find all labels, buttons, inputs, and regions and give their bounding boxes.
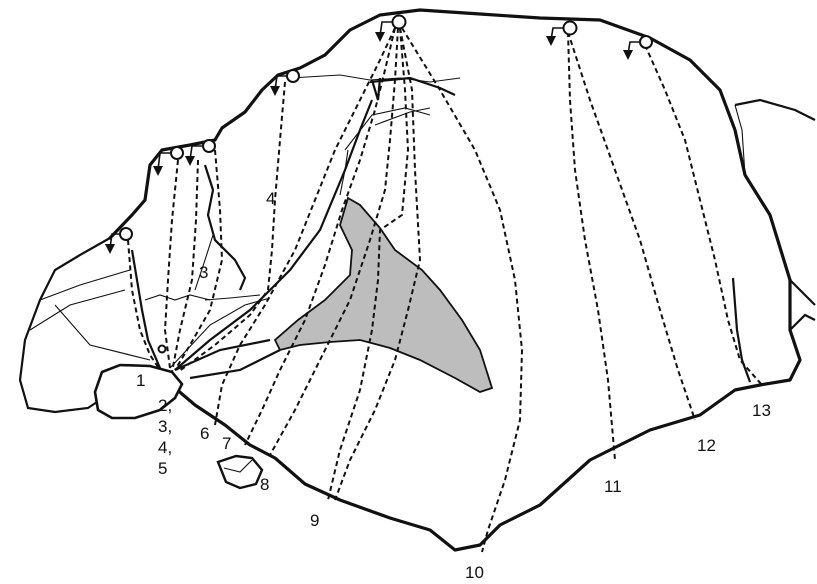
main-crack-3 — [204, 294, 261, 301]
main-crack — [174, 99, 374, 371]
anchor-6 — [562, 20, 578, 36]
route-13 — [644, 44, 763, 386]
upper-crack — [344, 107, 431, 151]
slab-edge — [339, 149, 349, 196]
route-6 — [214, 27, 396, 426]
upper-crack-2 — [374, 107, 431, 126]
lower-off-arrow-icon — [153, 152, 170, 176]
route-7 — [244, 27, 396, 446]
route-label-2: 2, — [158, 396, 172, 415]
route-3 — [174, 149, 224, 371]
right-edge — [789, 279, 816, 306]
lower-off-arrow-icon — [270, 75, 286, 96]
route-label-4-upper: 4 — [266, 189, 275, 208]
route-label-5: 5 — [158, 459, 167, 478]
route-label-9: 9 — [310, 511, 319, 530]
route-12 — [567, 31, 696, 421]
lower-off-arrow-icon — [185, 145, 202, 166]
route-11 — [567, 31, 616, 461]
crag-top-outline — [108, 8, 792, 282]
route-5 — [171, 159, 199, 373]
left-arete — [130, 249, 162, 369]
route-9 — [327, 27, 410, 501]
route-1 — [127, 239, 161, 371]
upper-ledge-2 — [369, 76, 456, 96]
main-crack-2 — [169, 297, 271, 369]
route-label-11: 11 — [604, 477, 622, 496]
route-label-6: 6 — [200, 424, 209, 443]
corner-1 — [144, 294, 211, 301]
anchor-5 — [391, 14, 407, 30]
lower-off-arrow-icon — [546, 27, 563, 46]
right-edge-2 — [789, 313, 816, 331]
left-crack-1 — [39, 269, 131, 301]
anchor-4 — [286, 69, 300, 83]
route-2 — [163, 159, 179, 369]
anchor-1 — [119, 227, 133, 241]
anchor-7 — [639, 35, 653, 49]
corner-2 — [203, 164, 247, 291]
route-label-7: 7 — [222, 434, 231, 453]
right-block-crack — [734, 104, 746, 176]
rock-face — [110, 10, 800, 552]
route-label-10: 10 — [465, 563, 484, 582]
route-label-4: 4, — [158, 438, 172, 457]
anchor-3 — [202, 139, 216, 153]
route-label-3-upper: 3 — [199, 263, 208, 282]
upper-pillar — [370, 77, 382, 101]
lower-off-arrow-icon — [105, 233, 119, 254]
lower-off-arrow-icon — [623, 41, 639, 60]
route-label-13: 13 — [752, 401, 771, 420]
boulder-large — [93, 363, 184, 420]
corner-3 — [194, 234, 214, 291]
right-block — [734, 98, 816, 121]
left-crack-2 — [29, 289, 126, 331]
route-4 — [177, 81, 286, 373]
route-label-12: 12 — [697, 436, 716, 455]
lower-off-arrow-icon — [375, 21, 392, 42]
crag-outline — [173, 278, 802, 552]
route-10b — [334, 27, 422, 501]
right-crack-line — [731, 277, 752, 383]
left-crack-3 — [54, 304, 151, 361]
route-label-1: 1 — [136, 371, 145, 390]
route-label-3: 3, — [158, 417, 172, 436]
anchor-start — [157, 344, 167, 354]
anchor-2 — [170, 146, 184, 160]
route-8 — [269, 27, 399, 456]
ledge-low — [189, 349, 281, 380]
boulder-small-inner — [223, 459, 253, 473]
left-outline — [18, 237, 111, 414]
route-label-8: 8 — [260, 475, 269, 494]
